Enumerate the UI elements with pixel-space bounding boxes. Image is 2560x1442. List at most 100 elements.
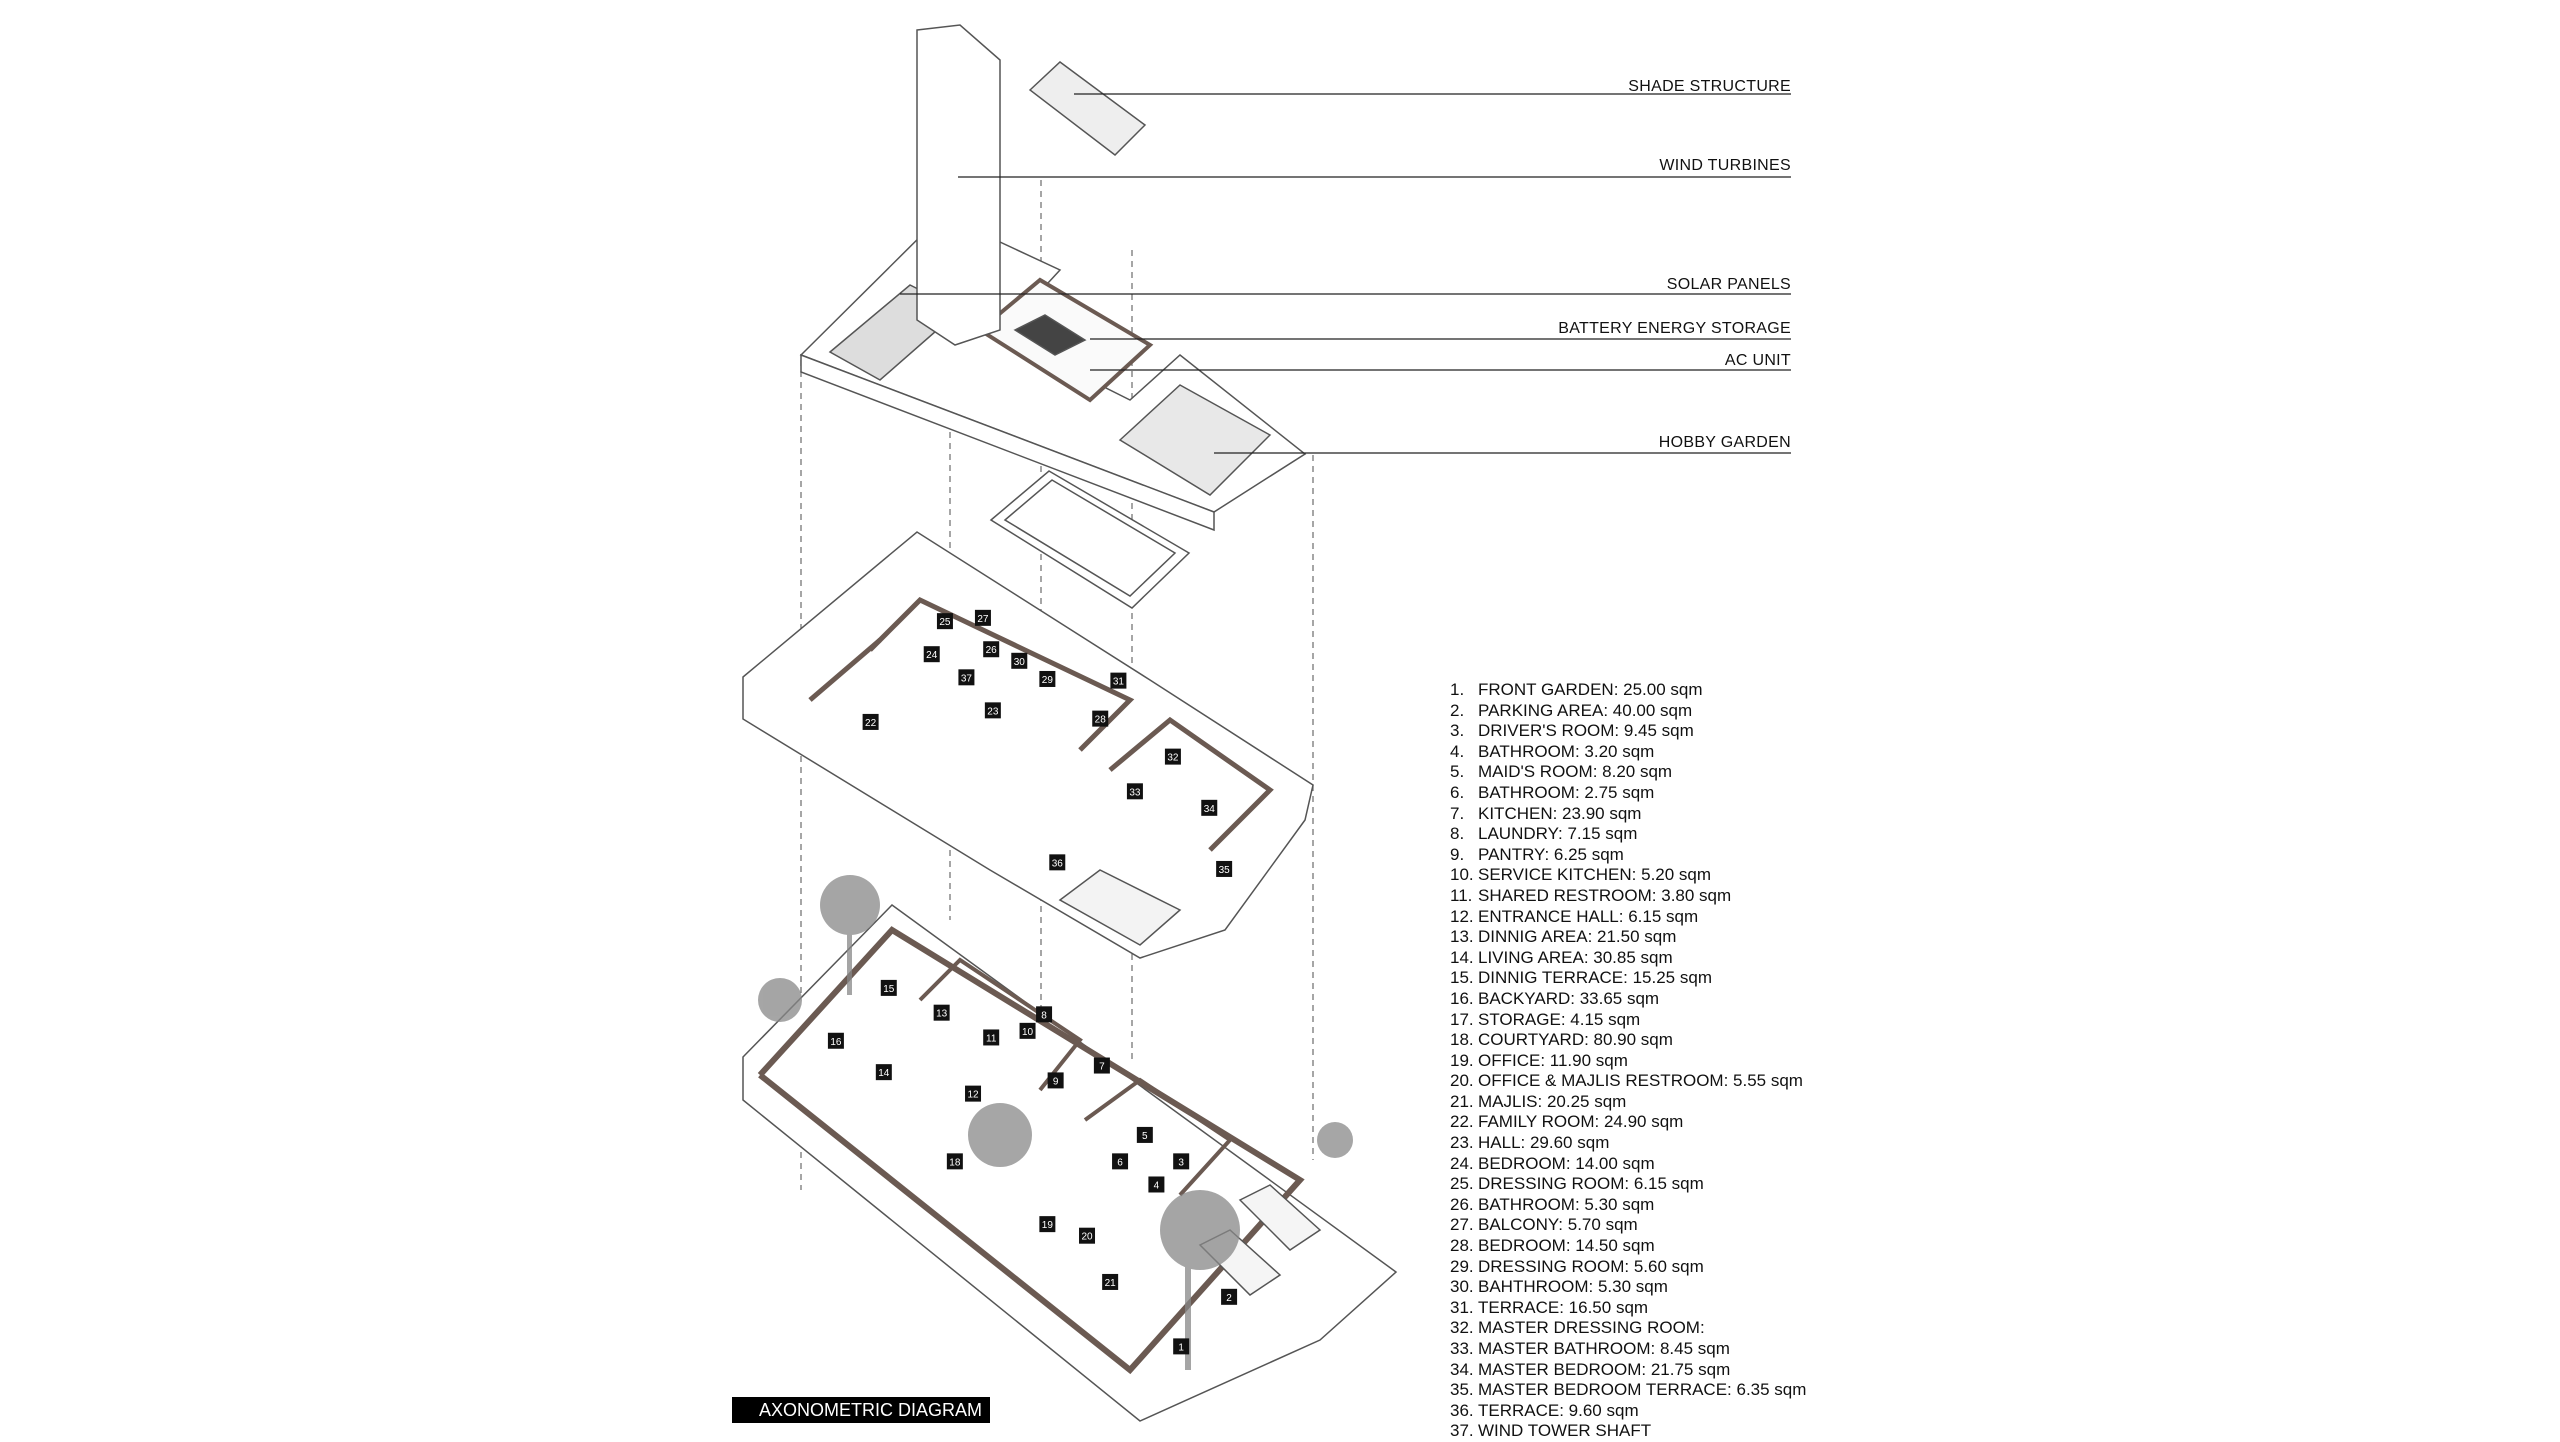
room-marker-label: 29: [1042, 675, 1054, 686]
legend-number: 31.: [1450, 1297, 1474, 1317]
room-marker-label: 15: [883, 984, 895, 995]
room-marker-label: 11: [986, 1033, 997, 1044]
room-marker: 35: [1216, 860, 1233, 877]
legend-item: 37.WIND TOWER SHAFT: [1450, 1421, 1806, 1442]
legend-text: MAJLIS: 20.25 sqm: [1478, 1091, 1627, 1111]
legend-number: 17.: [1450, 1009, 1474, 1029]
room-marker: 33: [1126, 783, 1143, 800]
legend-item: 31.TERRACE: 16.50 sqm: [1450, 1298, 1806, 1319]
legend-number: 9.: [1450, 844, 1465, 864]
room-marker-label: 35: [1219, 865, 1231, 876]
callout-wind-turbines: WIND TURBINES: [1659, 157, 1791, 174]
room-marker-label: 33: [1129, 787, 1141, 798]
room-marker: 2: [1221, 1288, 1238, 1305]
legend-text: OFFICE: 11.90 sqm: [1478, 1050, 1628, 1070]
legend-number: 4.: [1450, 741, 1465, 761]
room-marker-label: 20: [1081, 1232, 1093, 1243]
car: [1238, 1184, 1322, 1251]
legend-item: 20.OFFICE & MAJLIS RESTROOM: 5.55 sqm: [1450, 1071, 1806, 1092]
diagram-caption: AXONOMETRIC DIAGRAM: [732, 1397, 990, 1423]
legend-item: 33.MASTER BATHROOM: 8.45 sqm: [1450, 1339, 1806, 1360]
legend-text: BAHTHROOM: 5.30 sqm: [1478, 1277, 1668, 1297]
room-marker: 26: [983, 641, 1000, 658]
room-marker-label: 6: [1117, 1157, 1123, 1168]
callout-battery-energy-storage: BATTERY ENERGY STORAGE: [1558, 320, 1791, 337]
room-marker: 24: [923, 646, 940, 663]
legend-text: TERRACE: 16.50 sqm: [1478, 1297, 1649, 1317]
legend-item: 4.BATHROOM: 3.20 sqm: [1450, 742, 1806, 763]
room-marker-label: 37: [961, 673, 973, 684]
pool: [989, 470, 1191, 609]
room-marker: 29: [1039, 670, 1056, 687]
legend-text: MASTER DRESSING ROOM:: [1478, 1318, 1705, 1338]
legend-text: BACKYARD: 33.65 sqm: [1478, 988, 1660, 1008]
legend-text: OFFICE & MAJLIS RESTROOM: 5.55 sqm: [1478, 1071, 1803, 1091]
room-marker-label: 19: [1042, 1220, 1054, 1231]
room-marker: 14: [875, 1064, 892, 1081]
legend-number: 37.: [1450, 1421, 1474, 1441]
legend-text: DINNIG AREA: 21.50 sqm: [1478, 927, 1677, 947]
room-marker: 19: [1039, 1216, 1056, 1233]
legend-number: 26.: [1450, 1194, 1474, 1214]
battery-storage: [1013, 314, 1087, 356]
legend-item: 2. PARKING AREA: 40.00 sqm: [1450, 701, 1806, 722]
legend-text: MASTER BEDROOM TERRACE: 6.35 sqm: [1478, 1380, 1807, 1400]
legend-text: MAID'S ROOM: 8.20 sqm: [1478, 762, 1673, 782]
room-marker-label: 5: [1142, 1131, 1148, 1142]
room-marker: 1: [1173, 1338, 1190, 1355]
legend-text: SHARED RESTROOM: 3.80 sqm: [1478, 885, 1732, 905]
callout-ac-unit: AC UNIT: [1724, 352, 1791, 369]
legend-number: 19.: [1450, 1050, 1474, 1070]
room-marker: 15: [880, 979, 897, 996]
legend-number: 7.: [1450, 803, 1465, 823]
legend-item: 19.OFFICE: 11.90 sqm: [1450, 1051, 1806, 1072]
room-marker: 13: [933, 1004, 950, 1021]
legend-text: STORAGE: 4.15 sqm: [1478, 1009, 1641, 1029]
legend-number: 1.: [1450, 680, 1465, 699]
room-marker: 18: [946, 1153, 963, 1170]
room-marker-label: 3: [1178, 1157, 1184, 1168]
legend-item: 25.DRESSING ROOM: 6.15 sqm: [1450, 1174, 1806, 1195]
room-marker-label: 24: [926, 650, 938, 661]
roof-level: [799, 24, 1307, 609]
legend-number: 15.: [1450, 968, 1474, 988]
legend-text: BALCONY: 5.70 sqm: [1478, 1215, 1638, 1235]
room-marker: 34: [1201, 799, 1218, 816]
legend-text: MASTER BEDROOM: 21.75 sqm: [1478, 1359, 1731, 1379]
legend-item: 24.BEDROOM: 14.00 sqm: [1450, 1154, 1806, 1175]
legend-number: 8.: [1450, 824, 1465, 844]
legend-item: 28.BEDROOM: 14.50 sqm: [1450, 1236, 1806, 1257]
legend-text: PARKING AREA: 40.00 sqm: [1478, 700, 1693, 720]
legend-number: 32.: [1450, 1318, 1474, 1338]
legend-item: 11.SHARED RESTROOM: 3.80 sqm: [1450, 886, 1806, 907]
legend-number: 13.: [1450, 927, 1474, 947]
legend-text: LAUNDRY: 7.15 sqm: [1478, 824, 1638, 844]
callout-leader-lines: [900, 93, 1791, 454]
legend-item: 30.BAHTHROOM: 5.30 sqm: [1450, 1277, 1806, 1298]
room-marker: 21: [1102, 1273, 1119, 1290]
legend-item: 34.MASTER BEDROOM: 21.75 sqm: [1450, 1360, 1806, 1381]
callout-solar-panels: SOLAR PANELS: [1666, 276, 1791, 293]
room-marker-label: 22: [865, 718, 877, 729]
legend-number: 2.: [1450, 700, 1465, 720]
legend-text: BATHROOM: 2.75 sqm: [1478, 782, 1655, 802]
room-marker: 30: [1011, 652, 1028, 669]
legend-item: 14.LIVING AREA: 30.85 sqm: [1450, 948, 1806, 969]
legend-text: DRIVER'S ROOM: 9.45 sqm: [1478, 721, 1694, 741]
legend-text: COURTYARD: 80.90 sqm: [1478, 1030, 1673, 1050]
room-marker-label: 8: [1041, 1010, 1047, 1021]
legend-item: 15.DINNIG TERRACE: 15.25 sqm: [1450, 968, 1806, 989]
legend-number: 6.: [1450, 782, 1465, 802]
terrace-36: [1058, 869, 1182, 946]
legend-number: 25.: [1450, 1174, 1474, 1194]
room-marker: 4: [1148, 1176, 1165, 1193]
legend-text: BEDROOM: 14.50 sqm: [1478, 1236, 1655, 1256]
legend-item: 27.BALCONY: 5.70 sqm: [1450, 1215, 1806, 1236]
room-marker: 31: [1110, 672, 1127, 689]
room-marker: 20: [1079, 1227, 1096, 1244]
legend-number: 12.: [1450, 906, 1474, 926]
legend-text: HALL: 29.60 sqm: [1478, 1133, 1610, 1153]
room-marker: 5: [1136, 1126, 1153, 1143]
legend-number: 24.: [1450, 1153, 1474, 1173]
